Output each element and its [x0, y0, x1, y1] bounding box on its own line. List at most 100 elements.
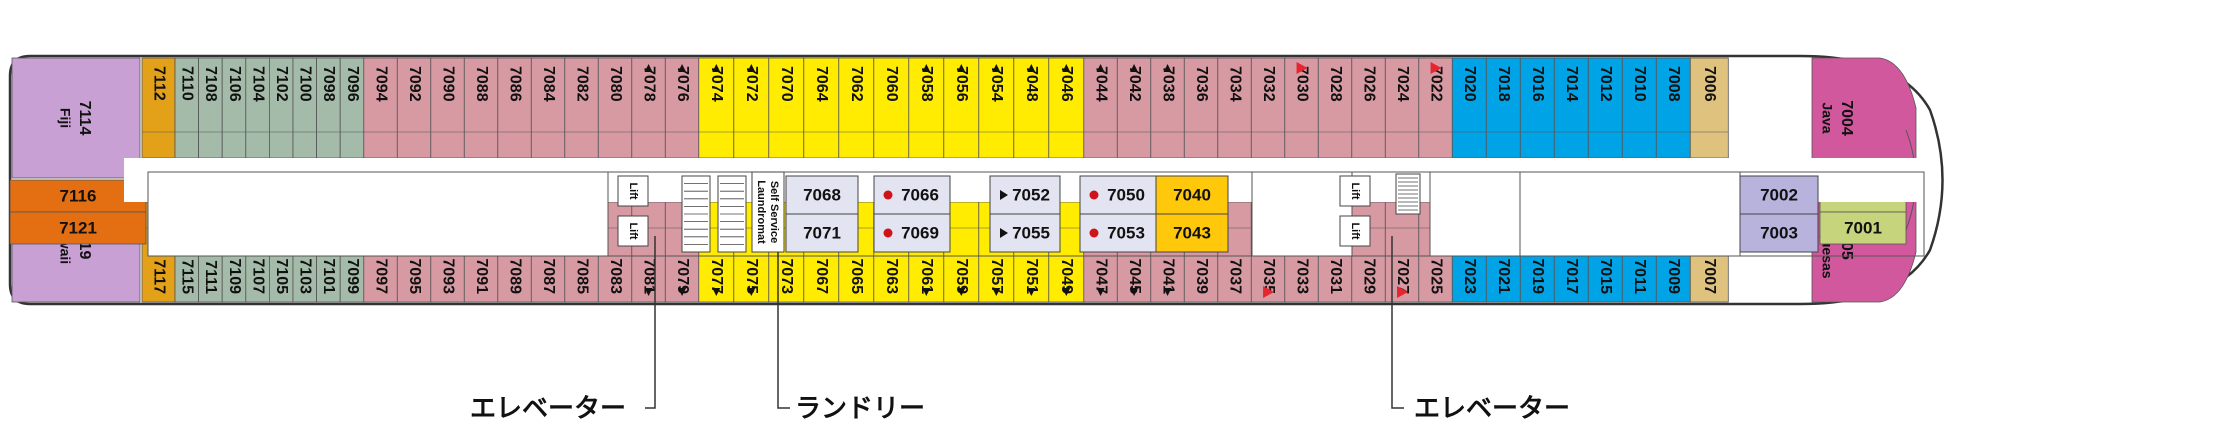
cabin-block[interactable] — [1418, 57, 1453, 159]
cabin-7027[interactable]: 7027 — [1384, 201, 1420, 303]
cabin-block[interactable] — [141, 57, 176, 159]
cabin-block[interactable] — [396, 57, 432, 159]
cabin-block[interactable] — [1587, 57, 1623, 159]
cabin-7006[interactable]: 7006 — [1689, 57, 1729, 159]
cabin-7090[interactable]: 7090 — [430, 57, 465, 159]
cabin-block[interactable] — [597, 57, 633, 159]
cabin-7081[interactable]: 7081 — [631, 201, 666, 303]
cabin-block[interactable] — [1819, 211, 1907, 245]
cabin-7020[interactable]: 7020 — [1451, 57, 1487, 159]
cabin-block[interactable] — [9, 179, 147, 213]
cabin-7042[interactable]: 7042 — [1116, 57, 1152, 159]
cabin-7068[interactable]: 7068 — [785, 175, 859, 215]
cabin-7088[interactable]: 7088 — [463, 57, 499, 159]
cabin-7044[interactable]: 7044 — [1083, 57, 1118, 159]
cabin-7074[interactable]: 7074 — [698, 57, 735, 159]
cabin-7092[interactable]: 7092 — [396, 57, 432, 159]
cabin-block[interactable] — [1519, 57, 1555, 159]
cabin-7003[interactable]: 7003 — [1739, 213, 1819, 253]
cabin-7094[interactable]: 7094 — [363, 57, 398, 159]
cabin-7052[interactable]: 7052 — [989, 175, 1061, 215]
cabin-7043[interactable]: 7043 — [1155, 213, 1229, 253]
inner-cabin-block[interactable] — [1739, 213, 1819, 253]
cabin-7112[interactable]: 7112 — [141, 57, 176, 159]
cabin-7100[interactable]: 7100 — [292, 57, 318, 159]
cabin-7070[interactable]: 7070 — [768, 57, 805, 159]
cabin-7055[interactable]: 7055 — [989, 213, 1061, 253]
cabin-7024[interactable]: 7024 — [1384, 57, 1420, 159]
inner-cabin-block[interactable] — [785, 213, 859, 253]
cabin-7053[interactable]: 7053 — [1079, 213, 1157, 253]
cabin-block[interactable] — [1284, 57, 1319, 159]
cabin-7032[interactable]: 7032 — [1250, 57, 1286, 159]
cabin-block[interactable] — [838, 57, 875, 159]
cabin-block[interactable] — [1621, 57, 1657, 159]
cabin-block[interactable] — [1689, 57, 1729, 159]
cabin-7071[interactable]: 7071 — [785, 213, 859, 253]
cabin-7096[interactable]: 7096 — [339, 57, 365, 159]
cabin-7028[interactable]: 7028 — [1317, 57, 1353, 159]
cabin-7116[interactable]: 7116 — [9, 179, 147, 213]
cabin-block[interactable] — [631, 57, 666, 159]
cabin-block[interactable] — [430, 57, 465, 159]
cabin-7084[interactable]: 7084 — [530, 57, 566, 159]
cabin-7076[interactable]: 7076 — [664, 57, 700, 159]
cabin-7064[interactable]: 7064 — [803, 57, 840, 159]
cabin-7001[interactable]: 7001 — [1819, 211, 1907, 245]
cabin-7038[interactable]: 7038 — [1150, 57, 1185, 159]
cabin-7069[interactable]: 7069 — [873, 213, 951, 253]
suite-block[interactable] — [11, 57, 141, 179]
cabin-7012[interactable]: 7012 — [1587, 57, 1623, 159]
cabin-7056[interactable]: 7056 — [943, 57, 980, 159]
inner-cabin-block[interactable] — [1079, 213, 1157, 253]
cabin-7030[interactable]: 7030 — [1284, 57, 1319, 159]
cabin-7098[interactable]: 7098 — [316, 57, 341, 159]
cabin-7102[interactable]: 7102 — [268, 57, 294, 159]
cabin-block[interactable] — [9, 211, 147, 245]
cabin-7010[interactable]: 7010 — [1621, 57, 1657, 159]
cabin-7040[interactable]: 7040 — [1155, 175, 1229, 215]
inner-cabin-block[interactable] — [785, 175, 859, 215]
cabin-7016[interactable]: 7016 — [1519, 57, 1555, 159]
cabin-7022[interactable]: 7022 — [1418, 57, 1453, 159]
inner-cabin-block[interactable] — [1739, 175, 1819, 215]
cabin-block[interactable] — [1451, 57, 1487, 159]
cabin-7002[interactable]: 7002 — [1739, 175, 1819, 215]
cabin-block[interactable] — [1384, 201, 1420, 303]
cabin-block[interactable] — [1013, 57, 1050, 159]
cabin-7106[interactable]: 7106 — [221, 57, 247, 159]
inner-cabin-block[interactable] — [1155, 175, 1229, 215]
cabin-block[interactable] — [908, 57, 945, 159]
cabin-7046[interactable]: 7046 — [1048, 57, 1085, 159]
cabin-7086[interactable]: 7086 — [497, 57, 532, 159]
cabin-7082[interactable]: 7082 — [564, 57, 599, 159]
cabin-7121[interactable]: 7121 — [9, 211, 147, 245]
cabin-7062[interactable]: 7062 — [838, 57, 875, 159]
cabin-block[interactable] — [873, 57, 910, 159]
cabin-7014[interactable]: 7014 — [1553, 57, 1589, 159]
cabin-7048[interactable]: 7048 — [1013, 57, 1050, 159]
cabin-block[interactable] — [1553, 57, 1589, 159]
cabin-7110[interactable]: 7110 — [174, 57, 200, 159]
cabin-block[interactable] — [978, 57, 1015, 159]
cabin-block[interactable] — [768, 57, 805, 159]
cabin-block[interactable] — [1384, 57, 1420, 159]
cabin-7034[interactable]: 7034 — [1217, 57, 1252, 159]
cabin-7080[interactable]: 7080 — [597, 57, 633, 159]
cabin-7008[interactable]: 7008 — [1655, 57, 1691, 159]
cabin-block[interactable] — [564, 57, 599, 159]
cabin-7066[interactable]: 7066 — [873, 175, 951, 215]
cabin-7018[interactable]: 7018 — [1485, 57, 1521, 159]
cabin-7058[interactable]: 7058 — [908, 57, 945, 159]
cabin-block[interactable] — [943, 57, 980, 159]
cabin-7072[interactable]: 7072 — [733, 57, 770, 159]
cabin-7060[interactable]: 7060 — [873, 57, 910, 159]
cabin-7108[interactable]: 7108 — [198, 57, 223, 159]
cabin-block[interactable] — [1217, 57, 1252, 159]
cabin-7054[interactable]: 7054 — [978, 57, 1015, 159]
cabin-block[interactable] — [1351, 57, 1386, 159]
cabin-7050[interactable]: 7050 — [1079, 175, 1157, 215]
cabin-7104[interactable]: 7104 — [245, 57, 270, 159]
